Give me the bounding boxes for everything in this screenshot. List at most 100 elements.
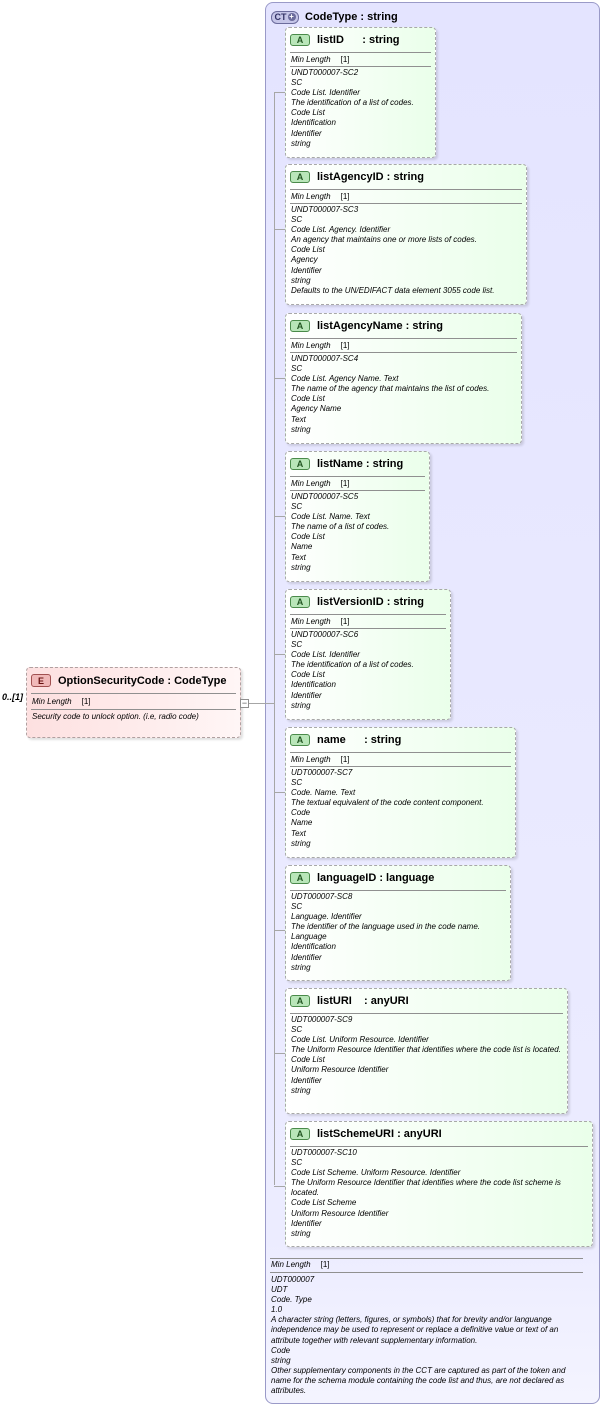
- attribute-doc-line: Identification: [291, 118, 336, 128]
- attribute-doc-line: SC: [291, 78, 303, 88]
- attribute-doc-line: The identification of a list of codes.: [291, 98, 414, 108]
- attribute-doc-line: The Uniform Resource Identifier that ide…: [291, 1178, 561, 1198]
- attribute-doc-line: An agency that maintains one or more lis…: [291, 235, 477, 245]
- attribute-divider-top: [290, 189, 522, 190]
- attribute-doc-line: string: [291, 562, 311, 572]
- footer-doc-line: UDT000007: [271, 1275, 315, 1284]
- attribute-doc-line: Name: [291, 542, 313, 552]
- attribute-doc-line: string: [291, 424, 311, 434]
- attribute-title: listURI : anyURI: [317, 994, 409, 1007]
- attribute-doc-line: UNDT000007-SC2: [291, 68, 359, 77]
- attribute-title: listID : string: [317, 33, 400, 46]
- attribute-icon: A: [290, 994, 310, 1007]
- element-icon: E: [31, 674, 51, 687]
- attribute-connector-line: [274, 229, 285, 230]
- attribute-doc-line: Code List: [291, 108, 325, 118]
- attribute-connector-line: [274, 92, 285, 93]
- attribute-doc-line: Code List Scheme. Uniform Resource. Iden…: [291, 1168, 461, 1178]
- footer-doc-line: Other supplementary components in the CC…: [271, 1365, 566, 1396]
- footer-doc-line: Code: [271, 1345, 291, 1355]
- attribute-min-length-value: [1]: [340, 755, 350, 764]
- element-box[interactable]: E OptionSecurityCode : CodeType Min Leng…: [26, 667, 241, 738]
- element-divider-top: [31, 693, 236, 694]
- attribute-doc-line: SC: [291, 778, 303, 788]
- attribute-doc-line: SC: [291, 215, 303, 225]
- footer-divider-top: [270, 1258, 583, 1259]
- attribute-doc-line: The Uniform Resource Identifier that ide…: [291, 1045, 561, 1055]
- attribute-doc-line: Identification: [291, 942, 336, 952]
- attribute-doc-line: Name: [291, 818, 313, 828]
- attribute-doc-line: UNDT000007-SC5: [291, 492, 359, 501]
- attribute-min-length-label: Min Length: [291, 192, 331, 201]
- attribute-doc-line: Identifier: [291, 265, 322, 275]
- attribute-icon: A: [290, 1127, 310, 1140]
- attribute-spine-line: [274, 92, 275, 1185]
- footer-doc-line: A character string (letters, figures, or…: [271, 1315, 559, 1345]
- attribute-title: listAgencyID : string: [317, 170, 424, 183]
- attribute-doc-line: UDT000007-SC8: [291, 892, 353, 901]
- element-divider: [31, 709, 236, 710]
- attribute-divider-top: [290, 52, 431, 53]
- attribute-icon: A: [290, 733, 310, 746]
- attribute-min-length-label: Min Length: [291, 341, 331, 350]
- footer-doc-line: 1.0: [271, 1305, 283, 1315]
- attribute-doc-line: The name of the agency that maintains th…: [291, 384, 490, 394]
- attribute-divider: [290, 628, 446, 629]
- attribute-doc-line: Code List: [291, 245, 325, 255]
- attribute-doc-line: SC: [291, 1158, 303, 1168]
- attribute-connector-line: [274, 1053, 285, 1054]
- attribute-doc-line: Code List. Agency. Identifier: [291, 225, 391, 235]
- attribute-doc-line: Code List: [291, 670, 325, 680]
- complex-type-badge-label: CT: [274, 12, 287, 22]
- attribute-doc-line: string: [291, 700, 311, 710]
- attribute-doc-line: The identification of a list of codes.: [291, 660, 414, 670]
- expand-plus-icon[interactable]: +: [287, 12, 296, 21]
- attribute-divider-top: [290, 1146, 588, 1147]
- footer-min-length-value: [1]: [320, 1260, 330, 1269]
- complex-type-header: CT+ CodeType : string: [271, 9, 398, 25]
- attribute-doc-line: Text: [291, 828, 306, 838]
- attribute-doc-line: Text: [291, 414, 306, 424]
- attribute-min-length: Min Length[1]: [291, 755, 350, 764]
- attribute-doc-line: UDT000007-SC9: [291, 1015, 353, 1024]
- attribute-doc-line: Uniform Resource Identifier: [291, 1065, 389, 1075]
- attribute-doc-line: Language. Identifier: [291, 912, 362, 922]
- attribute-connector-line: [274, 1186, 285, 1187]
- attribute-doc-line: Code. Name. Text: [291, 788, 356, 798]
- footer-doc-line: Code. Type: [271, 1295, 312, 1305]
- attribute-doc-line: Uniform Resource Identifier: [291, 1208, 389, 1218]
- collapse-icon[interactable]: −: [240, 698, 249, 708]
- attribute-connector-line: [274, 516, 285, 517]
- attribute-divider: [290, 766, 511, 767]
- attribute-doc-line: Code List: [291, 1055, 325, 1065]
- attribute-doc-line: The textual equivalent of the code conte…: [291, 798, 484, 808]
- attribute-doc-line: Agency: [291, 255, 318, 265]
- attribute-doc-line: Identifier: [291, 128, 322, 138]
- attribute-connector-line: [274, 654, 285, 655]
- attribute-doc-line: Code List. Uniform Resource. Identifier: [291, 1035, 429, 1045]
- attribute-title: name : string: [317, 733, 402, 746]
- attribute-divider: [290, 66, 431, 67]
- attribute-doc-line: Code List: [291, 532, 325, 542]
- element-header: E OptionSecurityCode : CodeType: [31, 673, 226, 688]
- footer-min-length: Min Length[1]: [271, 1260, 330, 1269]
- attribute-doc-line: SC: [291, 364, 303, 374]
- attribute-doc-line: Identification: [291, 680, 336, 690]
- attribute-doc-line: Agency Name: [291, 404, 342, 414]
